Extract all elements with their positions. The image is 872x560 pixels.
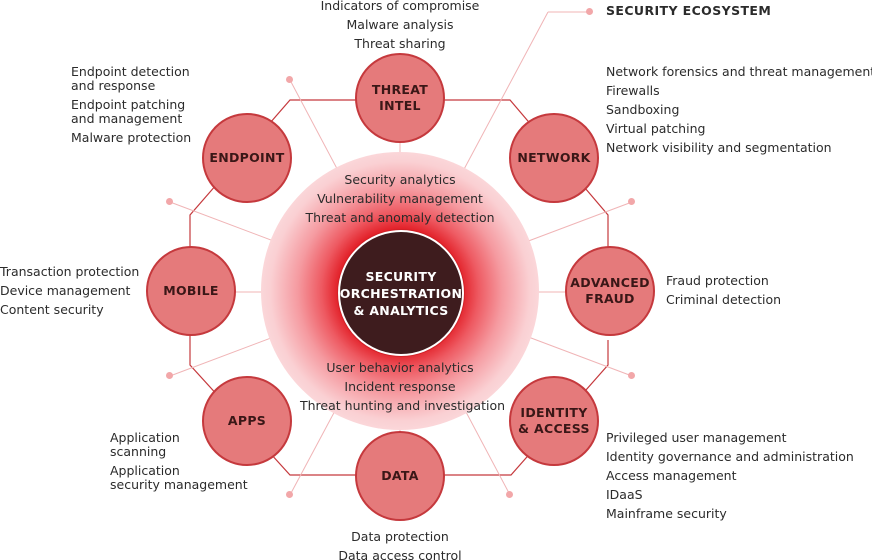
list-item: Privileged user management	[606, 430, 787, 445]
endpoint-list: Endpoint detection and response Endpoint…	[71, 65, 191, 150]
node-threat-intel: THREAT INTEL	[355, 53, 445, 143]
list-item: Mainframe security	[606, 506, 727, 521]
connector-dot	[286, 76, 293, 83]
network-list: Network forensics and threat management …	[606, 62, 872, 157]
hub-node: SECURITY ORCHESTRATION & ANALYTICS	[338, 230, 464, 356]
node-advanced-fraud: ADVANCED FRAUD	[565, 246, 655, 336]
hub-top-list: Security analytics Vulnerability managem…	[300, 170, 500, 227]
list-item: Threat and anomaly detection	[305, 210, 495, 225]
list-item: Threat sharing	[354, 36, 446, 51]
list-item: Vulnerability management	[317, 191, 483, 206]
list-item: Sandboxing	[606, 102, 680, 117]
advanced-fraud-list: Fraud protection Criminal detection	[666, 271, 781, 309]
list-item: Transaction protection	[0, 264, 140, 279]
apps-list: Application scanning Application securit…	[110, 431, 248, 497]
list-item: IDaaS	[606, 487, 643, 502]
mobile-list: Transaction protection Device management…	[0, 262, 139, 319]
connector-dot	[628, 198, 635, 205]
list-item: Application security management	[110, 463, 248, 492]
list-item: Fraud protection	[666, 273, 769, 288]
connector-dot	[166, 372, 173, 379]
connector-dot	[628, 372, 635, 379]
connector-dot	[586, 8, 593, 15]
list-item: User behavior analytics	[326, 360, 474, 375]
connector-dot	[506, 491, 513, 498]
list-item: Security analytics	[344, 172, 456, 187]
list-item: Content security	[0, 302, 104, 317]
list-item: Criminal detection	[666, 292, 782, 307]
node-network: NETWORK	[509, 113, 599, 203]
list-item: Threat hunting and investigation	[300, 398, 506, 413]
threat-intel-list: Indicators of compromise Malware analysi…	[300, 0, 500, 53]
ecosystem-title: SECURITY ECOSYSTEM	[606, 3, 772, 18]
node-data: DATA	[355, 431, 445, 521]
list-item: Application scanning	[110, 430, 180, 459]
list-item: Malware protection	[71, 130, 192, 145]
node-apps: APPS	[202, 376, 292, 466]
connector-dot	[286, 491, 293, 498]
list-item: Firewalls	[606, 83, 660, 98]
list-item: Network visibility and segmentation	[606, 140, 832, 155]
identity-access-list: Privileged user management Identity gove…	[606, 428, 854, 523]
list-item: Virtual patching	[606, 121, 706, 136]
list-item: Endpoint patching and management	[71, 97, 186, 126]
data-list: Data protection Data access control	[300, 527, 500, 560]
node-endpoint: ENDPOINT	[202, 113, 292, 203]
list-item: Identity governance and administration	[606, 449, 854, 464]
list-item: Indicators of compromise	[320, 0, 480, 13]
node-mobile: MOBILE	[146, 246, 236, 336]
connector-dot	[166, 198, 173, 205]
hub-bottom-list: User behavior analytics Incident respons…	[300, 358, 506, 415]
list-item: Access management	[606, 468, 737, 483]
list-item: Data access control	[338, 548, 462, 560]
list-item: Incident response	[344, 379, 456, 394]
list-item: Device management	[0, 283, 131, 298]
list-item: Endpoint detection and response	[71, 64, 190, 93]
list-item: Malware analysis	[346, 17, 454, 32]
node-identity-access: IDENTITY & ACCESS	[509, 376, 599, 466]
list-item: Data protection	[351, 529, 449, 544]
list-item: Network forensics and threat management	[606, 64, 872, 79]
